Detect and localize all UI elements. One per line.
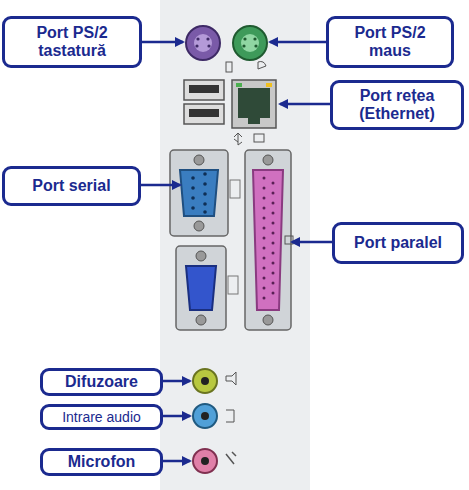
- port-callout: Port PS/2 maus: [326, 16, 454, 68]
- port-callout: Port serial: [2, 166, 141, 206]
- callout-text: Microfon: [68, 453, 136, 471]
- port-callout: Port paralel: [332, 222, 464, 264]
- microphone-symbol: [226, 452, 236, 464]
- callout-text: Port rețea (Ethernet): [337, 87, 457, 123]
- port-callout: Port rețea (Ethernet): [330, 80, 464, 130]
- ps2-keyboard-port: [186, 26, 220, 60]
- callout-text: Intrare audio: [62, 408, 141, 426]
- vga-port: [176, 246, 238, 330]
- mouse-symbol: [258, 62, 266, 70]
- usb-symbol: [234, 133, 242, 145]
- ethernet-port: [232, 80, 276, 128]
- ps2-mouse-port: [233, 26, 267, 60]
- callout-text: Port paralel: [354, 234, 442, 252]
- network-symbol: [254, 134, 264, 142]
- speaker-jack: [193, 369, 217, 393]
- usb-ports: [184, 80, 224, 124]
- panel-plate: [160, 0, 310, 490]
- callout-text: Port PS/2 maus: [333, 24, 447, 60]
- line-in-symbol: [226, 410, 234, 422]
- callout-text: Difuzoare: [65, 373, 138, 391]
- port-callout: Microfon: [40, 448, 163, 476]
- callout-text: Port serial: [32, 177, 110, 195]
- port-callout: Port PS/2 tastatură: [2, 16, 142, 68]
- serial-port: [170, 150, 240, 236]
- microphone-jack: [193, 449, 217, 473]
- leader-arrows: [141, 42, 332, 461]
- line-in-jack: [193, 404, 217, 428]
- speaker-symbol: [226, 372, 236, 385]
- keyboard-symbol: [226, 62, 232, 72]
- port-callout: Intrare audio: [40, 404, 163, 430]
- parallel-port: [245, 150, 293, 330]
- callout-text: Port PS/2 tastatură: [9, 24, 135, 60]
- port-callout: Difuzoare: [40, 368, 163, 396]
